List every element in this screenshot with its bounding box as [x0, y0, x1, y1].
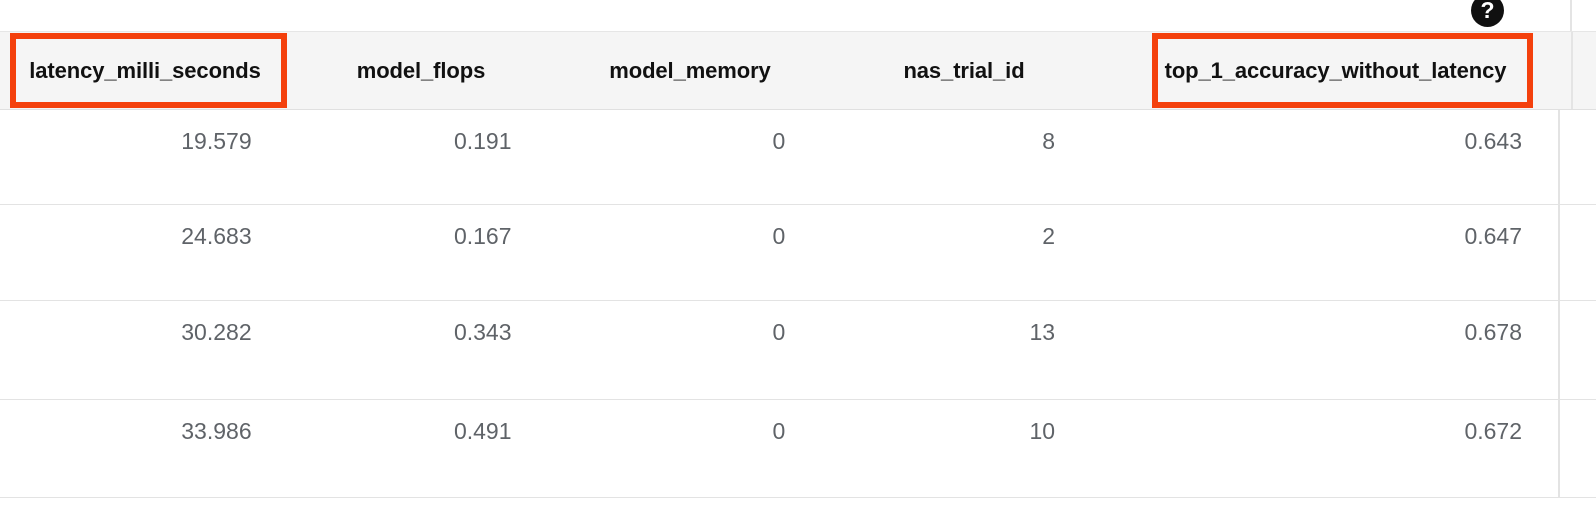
cell-nas-trial-id: 10 — [1029, 418, 1056, 444]
table-header-row: latency_milli_seconds model_flops model_… — [0, 31, 1596, 110]
column-header-nas-trial-id[interactable]: nas_trial_id — [903, 57, 1025, 83]
column-header-partial[interactable] — [1571, 32, 1596, 109]
table-row[interactable]: 30.282 0.343 0 13 0.678 — [0, 301, 1596, 400]
cell-partial — [1558, 400, 1596, 497]
cell-model-flops: 0.491 — [453, 418, 512, 444]
cell-latency-milli-seconds: 33.986 — [181, 418, 252, 444]
cell-model-flops: 0.343 — [453, 319, 512, 345]
table-row[interactable]: 24.683 0.167 0 2 0.647 — [0, 205, 1596, 301]
cell-model-memory: 0 — [772, 223, 786, 249]
cell-top-1-accuracy-without-latency: 0.647 — [1464, 223, 1522, 249]
column-header-model-flops[interactable]: model_flops — [356, 57, 486, 83]
cell-nas-trial-id: 2 — [1042, 223, 1056, 249]
column-header-latency-milli-seconds[interactable]: latency_milli_seconds — [29, 57, 261, 83]
column-header-top-1-accuracy-without-latency[interactable]: top_1_accuracy_without_latency — [1164, 57, 1507, 83]
header-top-divider — [1570, 0, 1572, 31]
cell-model-memory: 0 — [772, 418, 786, 444]
data-table: latency_milli_seconds model_flops model_… — [0, 31, 1596, 498]
cell-partial — [1558, 110, 1596, 204]
cell-nas-trial-id: 13 — [1029, 319, 1056, 345]
cell-partial — [1558, 301, 1596, 399]
cell-partial — [1558, 205, 1596, 300]
cell-model-memory: 0 — [772, 319, 786, 345]
column-header-model-memory[interactable]: model_memory — [609, 57, 771, 83]
cell-nas-trial-id: 8 — [1042, 128, 1056, 154]
cell-model-flops: 0.167 — [453, 223, 512, 249]
cell-top-1-accuracy-without-latency: 0.643 — [1464, 128, 1522, 154]
cell-top-1-accuracy-without-latency: 0.672 — [1464, 418, 1522, 444]
cell-latency-milli-seconds: 24.683 — [181, 223, 252, 249]
cell-model-flops: 0.191 — [453, 128, 512, 154]
cell-top-1-accuracy-without-latency: 0.678 — [1464, 319, 1522, 345]
cell-latency-milli-seconds: 19.579 — [181, 128, 252, 154]
cell-latency-milli-seconds: 30.282 — [181, 319, 252, 345]
cell-model-memory: 0 — [772, 128, 786, 154]
help-icon[interactable]: ? — [1471, 0, 1504, 27]
table-row[interactable]: 19.579 0.191 0 8 0.643 — [0, 110, 1596, 205]
table-row[interactable]: 33.986 0.491 0 10 0.672 — [0, 400, 1596, 498]
